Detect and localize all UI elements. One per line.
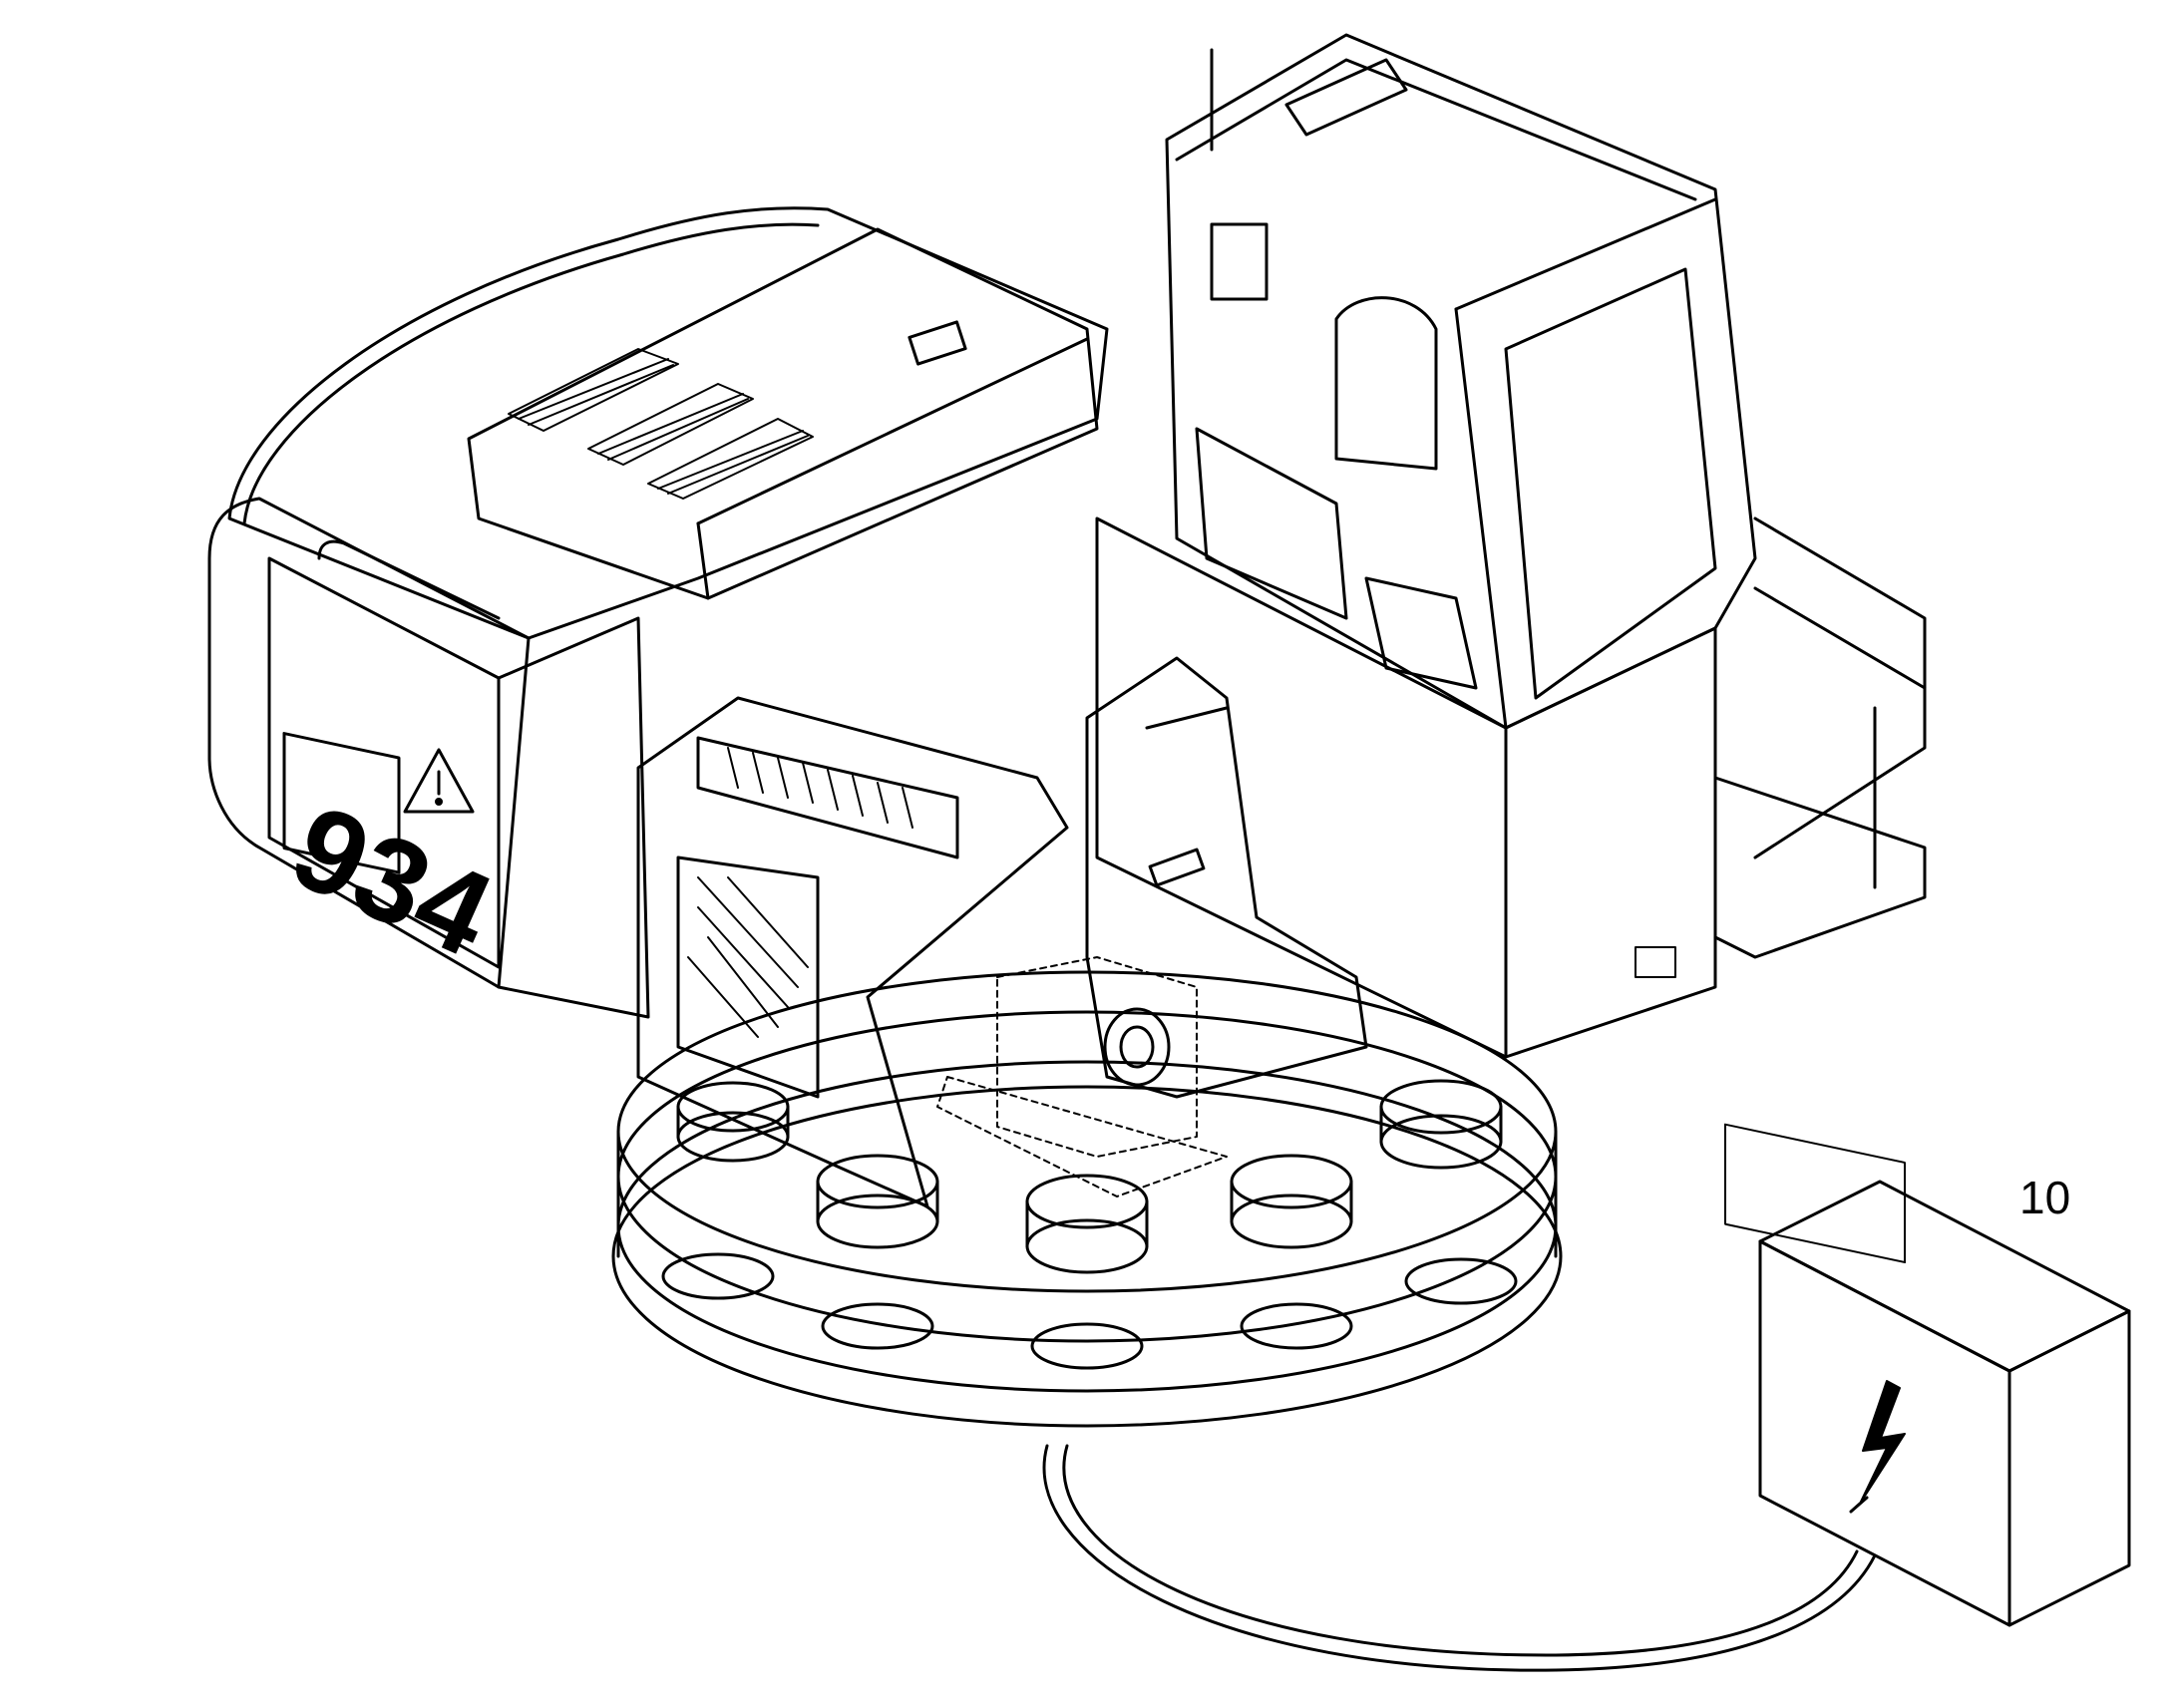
cab-side-window [1195,427,1348,620]
filter-grille [687,747,913,1038]
power-supply-box [1758,1180,2131,1627]
walkway-railing [1713,516,1927,1264]
access-box [282,732,401,874]
vent-grille [508,348,814,500]
boom-bracket [1085,656,1368,1099]
model-label: 934 [273,748,511,982]
side-panel [282,539,501,874]
model-number: 934 [273,779,511,982]
pad [1230,1154,1353,1249]
pad-row [661,1079,1518,1370]
operator-seat [1334,296,1438,471]
pad [661,1252,1518,1370]
power-cable-outline [1062,1444,1859,1657]
pad [816,1154,939,1249]
lightning-bolt-icon [1849,1380,1906,1514]
cab-door-window [1364,576,1478,690]
operator-cab [1165,33,1757,730]
pad [1025,1174,1149,1274]
power-cable [1042,1444,1877,1672]
pad [676,1081,790,1163]
base-ring [611,970,1563,1428]
engine-hood [467,227,1099,600]
filter-housing [636,696,1069,1208]
hidden-component-box [936,956,1228,1197]
warning-triangle-icon [403,748,475,814]
upper-structure [207,206,1109,1019]
control-panel [1210,222,1269,301]
pad [1379,1079,1503,1170]
cab-front-window [1504,267,1717,700]
callout-label-10: 10 [2019,1172,2070,1223]
